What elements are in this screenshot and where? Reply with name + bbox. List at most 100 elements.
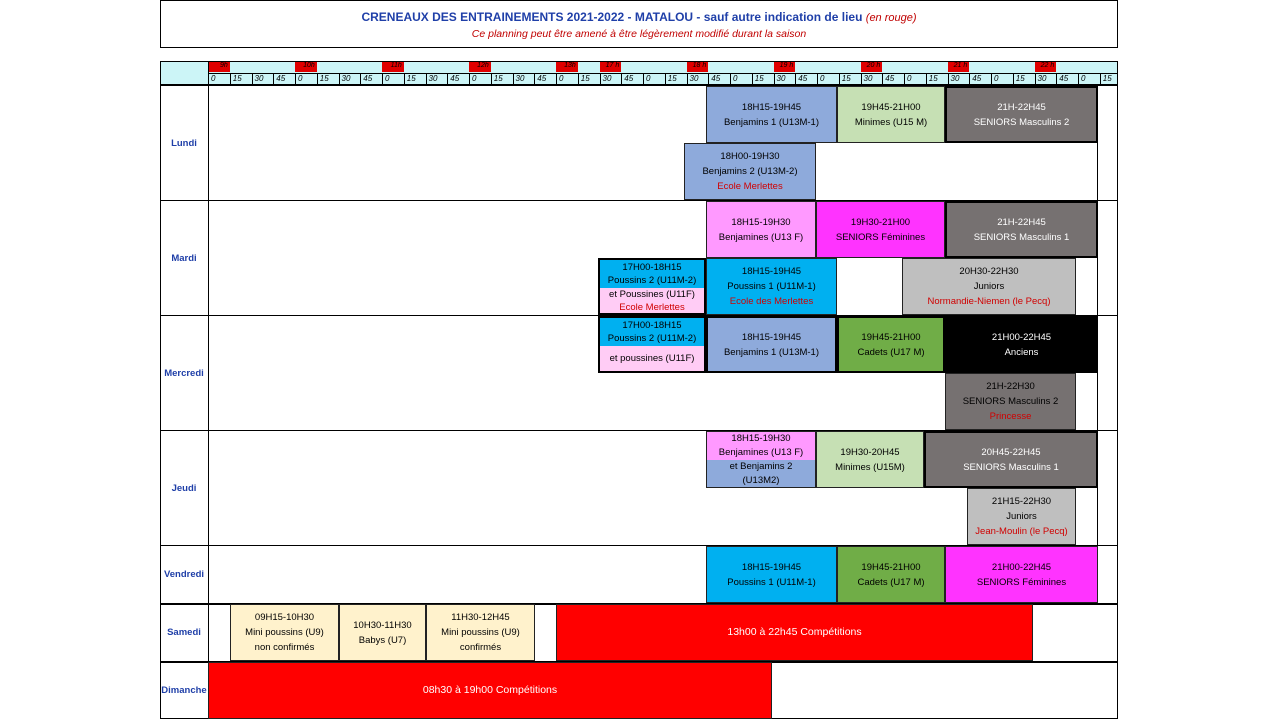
slot-mardi-benjamines: 18H15-19H30 Benjamines (U13 F) bbox=[706, 201, 816, 258]
minute-tick: 0 bbox=[991, 74, 1013, 85]
minute-tick: 45 bbox=[273, 74, 295, 85]
slot-time: 21H-22H45 bbox=[997, 216, 1046, 228]
minute-tick: 0 bbox=[556, 74, 578, 85]
slot-lundi-minimes: 19H45-21H00 Minimes (U15 M) bbox=[837, 86, 945, 143]
slot-vendredi-seniors-f: 21H00-22H45 SENIORS Féminines bbox=[945, 546, 1098, 603]
day-mardi: Mardi bbox=[171, 253, 197, 264]
slot-part-poussines: et poussines (U11F) bbox=[600, 346, 704, 371]
minute-tick: 45 bbox=[1056, 74, 1078, 85]
hour-label: 22 h bbox=[1034, 62, 1057, 72]
slot-part-poussins: 17H00-18H15 Poussins 2 (U11M-2) bbox=[600, 318, 704, 346]
slot-time: 19H45-21H00 bbox=[861, 561, 921, 573]
slot-place: Ecole des Merlettes bbox=[729, 296, 814, 307]
slot-part-benjamins2: et Benjamins 2 (U13M2) bbox=[707, 460, 815, 487]
slot-mardi-juniors: 20H30-22H30 Juniors Normandie-Niemen (le… bbox=[902, 258, 1076, 315]
title-hint: (en rouge) bbox=[865, 12, 917, 24]
slot-label: 08h30 à 19h00 Compétitions bbox=[422, 684, 558, 696]
minute-tick: 15 bbox=[490, 74, 513, 85]
slot-mercredi-seniors-m2: 21H-22H30 SENIORS Masculins 2 Princesse bbox=[945, 373, 1076, 430]
minute-tick: 15 bbox=[229, 74, 252, 85]
slot-group: Benjamines (U13 F) bbox=[718, 231, 804, 243]
minute-tick: 45 bbox=[969, 74, 991, 85]
minute-tick: 15 bbox=[577, 74, 600, 85]
slot-group: Poussins 2 (U11M-2) bbox=[607, 275, 697, 286]
slot-group: Poussins 2 (U11M-2) bbox=[607, 333, 697, 344]
day-mercredi: Mercredi bbox=[164, 368, 204, 379]
minute-tick: 0 bbox=[904, 74, 926, 85]
slot-note: non confirmés bbox=[254, 642, 315, 653]
slot-lundi-benjamins1: 18H15-19H45 Benjamins 1 (U13M-1) bbox=[706, 86, 837, 143]
slot-time: 19H45-21H00 bbox=[861, 101, 921, 113]
slot-group: SENIORS Féminines bbox=[835, 231, 926, 243]
slot-place: Ecole Merlettes bbox=[717, 181, 783, 192]
slot-time: 20H30-22H30 bbox=[959, 266, 1019, 277]
minute-tick: 0 bbox=[1078, 74, 1100, 85]
slot-dimanche-competitions: 08h30 à 19h00 Compétitions bbox=[208, 662, 772, 719]
slot-group2: et Benjamins 2 bbox=[729, 460, 793, 472]
slot-time: 10H30-11H30 bbox=[353, 619, 412, 631]
minute-tick: 45 bbox=[534, 74, 556, 85]
day-jeudi: Jeudi bbox=[171, 483, 197, 494]
timeline-divider bbox=[208, 73, 1118, 74]
hour-label: 19 h bbox=[773, 62, 796, 72]
page-title: CRENEAUX DES ENTRAINEMENTS 2021-2022 - M… bbox=[161, 10, 1117, 24]
slot-part-benjamines: 18H15-19H30 Benjamines (U13 F) bbox=[707, 432, 815, 460]
slot-samedi-mini-poussins-2: 11H30-12H45 Mini poussins (U9) confirmés bbox=[426, 604, 535, 661]
hour-label: 17 h bbox=[599, 62, 622, 72]
slot-group: Babys (U7) bbox=[358, 634, 407, 646]
minute-tick: 45 bbox=[795, 74, 817, 85]
slot-group: SENIORS Masculins 2 bbox=[962, 396, 1059, 407]
slot-note: confirmés bbox=[459, 642, 502, 653]
minute-tick: 15 bbox=[838, 74, 861, 85]
minute-tick: 15 bbox=[664, 74, 687, 85]
slot-time: 18H15-19H30 bbox=[731, 433, 791, 444]
day-samedi: Samedi bbox=[167, 627, 201, 638]
slot-place: Normandie-Niemen (le Pecq) bbox=[927, 296, 1051, 307]
slot-time: 21H15-22H30 bbox=[991, 496, 1052, 507]
minute-tick: 45 bbox=[621, 74, 643, 85]
slot-time: 11H30-12H45 bbox=[451, 612, 510, 623]
slot-samedi-competitions: 13h00 à 22h45 Compétitions bbox=[556, 604, 1033, 661]
slot-jeudi-seniors-m1: 20H45-22H45 SENIORS Masculins 1 bbox=[924, 431, 1098, 488]
slot-samedi-babys: 10H30-11H30 Babys (U7) bbox=[339, 604, 426, 661]
slot-group: SENIORS Masculins 2 bbox=[973, 116, 1070, 128]
slot-group: SENIORS Masculins 1 bbox=[973, 231, 1070, 243]
hour-label: 10h bbox=[295, 62, 317, 72]
row-divider bbox=[160, 315, 1118, 316]
slot-mercredi-benjamins1: 18H15-19H45 Benjamins 1 (U13M-1) bbox=[706, 316, 837, 373]
minute-tick: 30 bbox=[773, 74, 796, 85]
hour-label: 11h bbox=[382, 62, 404, 72]
slot-group2: et poussines (U11F) bbox=[609, 353, 695, 364]
minute-tick: 15 bbox=[316, 74, 339, 85]
slot-group: Cadets (U17 M) bbox=[857, 346, 925, 358]
minute-tick: 45 bbox=[708, 74, 730, 85]
row-divider bbox=[160, 200, 1118, 201]
row-divider bbox=[160, 430, 1118, 431]
slot-time: 18H15-19H45 bbox=[741, 101, 802, 113]
slot-group: Mini poussins (U9) bbox=[441, 627, 520, 638]
slot-group: Benjamins 1 (U13M-1) bbox=[723, 346, 820, 358]
slot-group: Minimes (U15M) bbox=[835, 461, 905, 473]
minute-tick: 45 bbox=[447, 74, 469, 85]
hour-label: 18 h bbox=[686, 62, 709, 72]
day-vendredi: Vendredi bbox=[163, 569, 205, 580]
slot-mardi-seniors-f: 19H30-21H00 SENIORS Féminines bbox=[816, 201, 945, 258]
slot-time: 18H15-19H45 bbox=[741, 266, 802, 277]
slot-group: SENIORS Féminines bbox=[976, 576, 1067, 588]
minute-tick: 0 bbox=[817, 74, 839, 85]
hour-label: 21 h bbox=[947, 62, 970, 72]
slot-jeudi-juniors: 21H15-22H30 Juniors Jean-Moulin (le Pecq… bbox=[967, 488, 1076, 545]
slot-mercredi-poussins2: 17H00-18H15 Poussins 2 (U11M-2) et pouss… bbox=[598, 316, 706, 373]
minute-tick: 15 bbox=[403, 74, 426, 85]
slot-jeudi-minimes: 19H30-20H45 Minimes (U15M) bbox=[816, 431, 924, 488]
slot-time: 21H00-22H45 bbox=[991, 561, 1052, 573]
slot-lundi-seniors-m2: 21H-22H45 SENIORS Masculins 2 bbox=[945, 86, 1098, 143]
slot-part-poussins: 17H00-18H15 Poussins 2 (U11M-2) bbox=[600, 260, 704, 288]
slot-part-poussines: et Poussines (U11F) Ecole Merlettes bbox=[600, 288, 704, 313]
slot-time: 19H30-20H45 bbox=[840, 446, 900, 458]
slot-time: 21H-22H45 bbox=[997, 101, 1046, 113]
minute-tick: 0 bbox=[295, 74, 317, 85]
hour-label: 20 h bbox=[860, 62, 883, 72]
slot-time: 21H-22H30 bbox=[986, 381, 1035, 392]
minute-tick: 30 bbox=[425, 74, 448, 85]
